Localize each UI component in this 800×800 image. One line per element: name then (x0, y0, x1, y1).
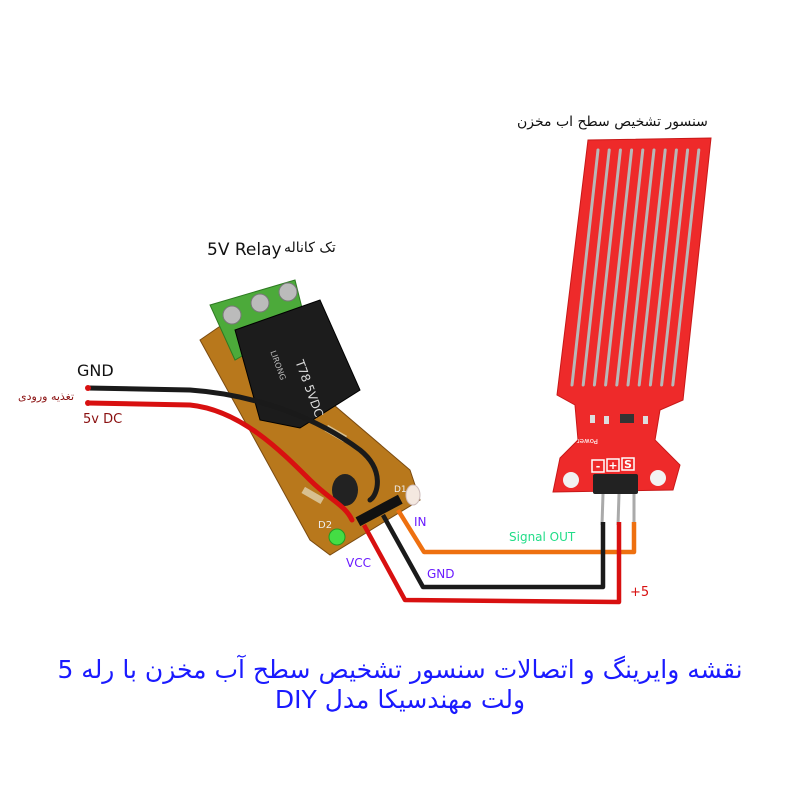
sensor-title: سنسور تشخیص سطح اب مخزن (517, 114, 708, 130)
in-pin-label: IN (414, 515, 427, 529)
d1-label: D1 (394, 485, 407, 495)
pin-plus-label: + (608, 459, 617, 472)
dc-input-label: 5v DC (83, 412, 123, 427)
caption-line-1: نقشه وایرینگ و اتصالات سنسور تشخیص سطح آ… (57, 655, 743, 684)
pin-signal-label: S (624, 458, 632, 471)
water-level-sensor: Power - + S (552, 137, 712, 526)
relay-module: T78 5VDC LIRONG D2 D1 (199, 279, 421, 556)
sensor-trace (570, 148, 600, 387)
vcc-wire (362, 522, 622, 605)
signal-out-label: Signal OUT (509, 530, 576, 544)
led-d1 (405, 484, 421, 506)
sensor-trace (626, 148, 656, 387)
gnd-pin-label: GND (427, 567, 455, 581)
caption: نقشه وایرینگ و اتصالات سنسور تشخیص سطح آ… (0, 655, 800, 715)
transistor (332, 474, 358, 506)
relay-pin-header (355, 494, 403, 527)
sensor-trace (615, 148, 645, 387)
power-input-label: تغذیه ورودی (18, 390, 75, 403)
input-5v-wire (85, 400, 355, 523)
input-wires (85, 385, 380, 523)
sensor-trace (671, 148, 701, 387)
signal-wires (362, 508, 637, 605)
vcc-pin-label: VCC (346, 556, 371, 570)
sensor-trace (637, 148, 667, 387)
sensor-trace (581, 148, 611, 387)
gnd-wire (381, 513, 606, 590)
relay-subtitle: تک کاناله (284, 240, 336, 256)
input-gnd-label: GND (77, 361, 114, 380)
pin-minus-label: - (596, 460, 601, 473)
input-gnd-wire (85, 385, 380, 503)
sensor-trace (604, 148, 634, 387)
sensor-trace (660, 148, 690, 387)
plus5-label: +5 (630, 585, 650, 600)
signal-wire (396, 508, 637, 555)
d2-label: D2 (318, 520, 332, 531)
sensor-trace (648, 148, 678, 387)
sensor-trace (592, 148, 622, 387)
led-d2 (328, 528, 346, 546)
sensor-traces (570, 148, 701, 387)
sensor-power-label: Power (577, 437, 598, 445)
relay-body (234, 299, 361, 429)
caption-line-2: ولت مهندسیکا مدل DIY (274, 685, 526, 714)
relay-title: 5V Relay (207, 240, 282, 260)
pin-header (593, 474, 638, 494)
